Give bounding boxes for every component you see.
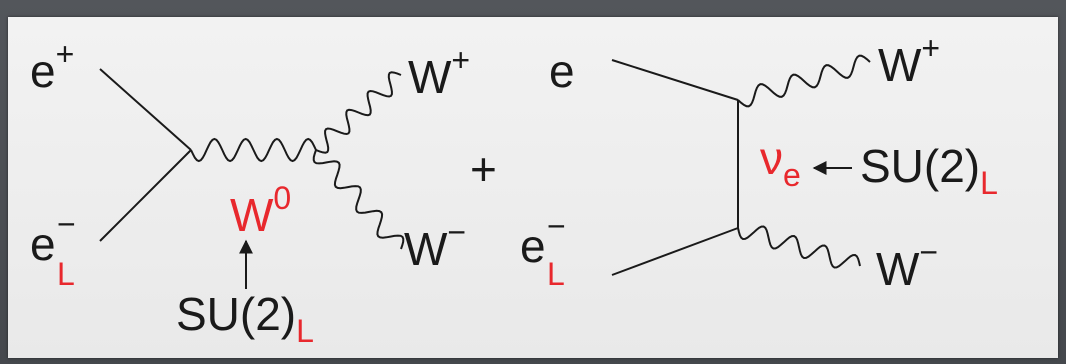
w-zero-propagator [190, 137, 317, 163]
label-e-plus: e+ [30, 36, 74, 97]
label-e-minus-right-sup: − [547, 208, 566, 244]
label-e-left-sub: L [57, 256, 75, 292]
plus-sign: + [470, 143, 497, 195]
label-e-minus-right: e [520, 220, 546, 272]
label-w-zero: W0 [230, 180, 291, 241]
w-plus-line-right [737, 54, 871, 108]
t-channel-diagram: e e − L W+ W− νe SU(2)L [520, 30, 998, 295]
label-su2-left: SU(2)L [176, 288, 314, 349]
feynman-diagrams: e+ e − L W+ W− W0 SU(2)L + e e [30, 30, 998, 349]
label-e-right-sub: L [547, 256, 565, 292]
e-incoming-line [611, 59, 739, 101]
diagram-panel: e+ e − L W+ W− W0 SU(2)L + e e [8, 17, 1058, 358]
label-su2-right: SU(2)L [860, 140, 998, 201]
label-w-minus-left: W− [404, 214, 466, 275]
w-plus-line-left [315, 71, 402, 154]
label-e: e [549, 45, 575, 97]
label-nu-e: νe [760, 132, 801, 193]
e-minus-line [99, 149, 192, 242]
label-e-minus-sup: − [57, 206, 76, 242]
label-w-plus-left: W+ [408, 42, 470, 103]
w-minus-line-right [737, 225, 861, 269]
label-w-plus-right: W+ [878, 30, 940, 91]
s-channel-diagram: e+ e − L W+ W− W0 SU(2)L [30, 36, 470, 349]
label-e-minus-left: e [30, 218, 56, 270]
label-w-minus-right: W− [876, 234, 938, 295]
e-left-incoming-line [611, 227, 739, 276]
w-minus-line-left [312, 149, 405, 250]
e-plus-line [99, 68, 192, 151]
